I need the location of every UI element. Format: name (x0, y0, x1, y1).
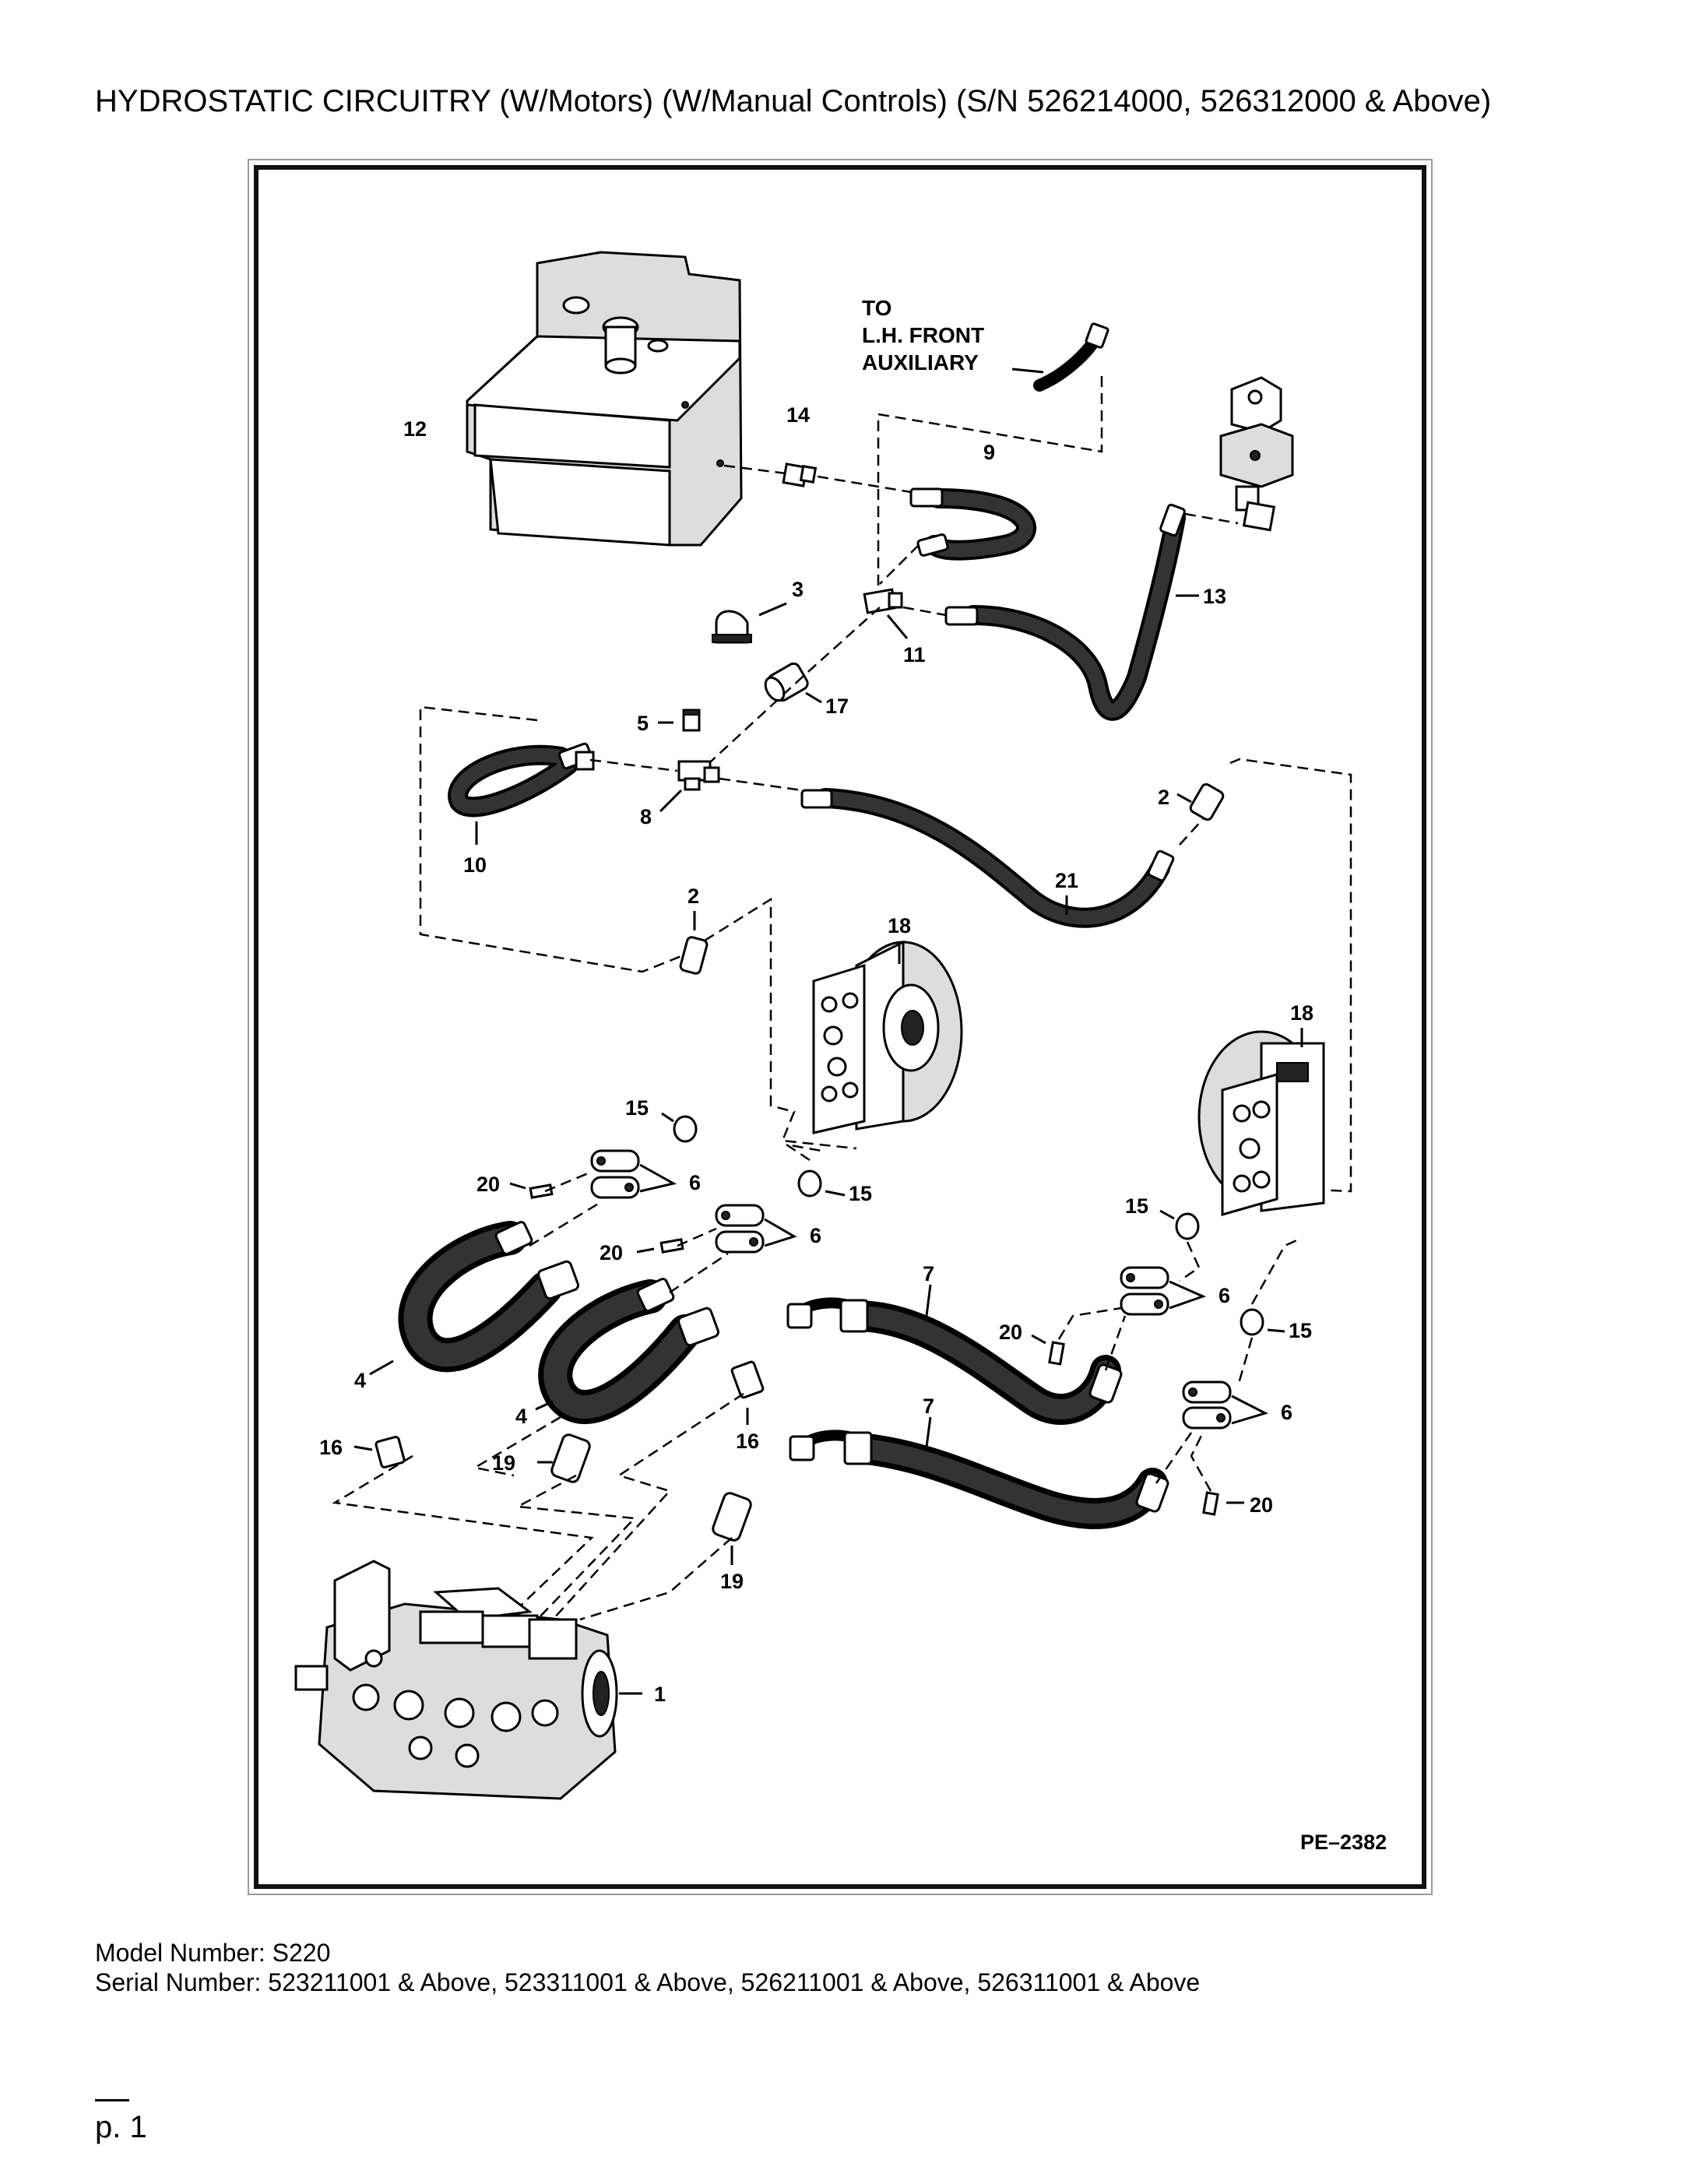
aux-note-line-2: L.H. FRONT (862, 323, 984, 347)
control-valve (1219, 376, 1294, 532)
clamp-3 (712, 610, 752, 644)
callout-15-d: 15 (1289, 1319, 1312, 1342)
tee-fitting-8 (677, 760, 720, 791)
callout-20-b: 20 (600, 1241, 623, 1264)
adapter-2-left (679, 936, 709, 975)
model-number: Model Number: S220 (95, 1939, 331, 1967)
serial-number: Serial Number: 523211001 & Above, 523311… (95, 1968, 1201, 1996)
callout-21: 21 (1055, 869, 1078, 892)
diagram-border (254, 165, 1426, 1889)
callout-2-left: 2 (688, 885, 699, 908)
tee-fitting-11 (863, 588, 903, 614)
drawing-id: PE–2382 (1300, 1831, 1387, 1854)
hose-10 (448, 742, 595, 818)
drive-motor-18-left (812, 940, 963, 1134)
drive-motor-18-right (1197, 1030, 1325, 1216)
hose-7-b (789, 1430, 1169, 1529)
hose-4-a (398, 1221, 579, 1373)
page-title: HYDROSTATIC CIRCUITRY (W/Motors) (W/Manu… (95, 84, 1492, 118)
hose-9 (909, 487, 1036, 561)
page-number-rule (95, 2099, 129, 2101)
fitting-16-a (375, 1436, 406, 1468)
callout-7-a: 7 (923, 1262, 934, 1285)
callout-11: 11 (903, 643, 926, 666)
adapter-2-right (1189, 783, 1225, 821)
aux-note-line-3: AUXILIARY (862, 350, 979, 375)
page-number: p. 1 (95, 2110, 147, 2144)
aux-hose-stub (1033, 322, 1110, 392)
fitting-19-a (550, 1433, 591, 1483)
o-ring-15-a (673, 1115, 698, 1143)
callout-15-a: 15 (625, 1096, 649, 1120)
callout-10: 10 (463, 853, 487, 877)
o-ring-15-b (797, 1169, 822, 1198)
callout-20-c: 20 (999, 1321, 1022, 1344)
bolt-20-c (1048, 1341, 1065, 1366)
callout-8: 8 (640, 805, 652, 828)
callout-16-b: 16 (736, 1430, 759, 1453)
flange-6-c (1120, 1266, 1169, 1316)
bolt-20-d (1202, 1491, 1219, 1516)
callout-14: 14 (786, 403, 810, 427)
callout-20-d: 20 (1250, 1493, 1273, 1517)
callout-6-d: 6 (1281, 1401, 1292, 1424)
callout-2-right: 2 (1158, 786, 1169, 809)
callout-16-a: 16 (319, 1436, 343, 1459)
callout-1: 1 (654, 1683, 666, 1706)
callout-4-a: 4 (354, 1369, 366, 1392)
callout-12: 12 (403, 417, 427, 441)
hose-7-a (786, 1297, 1123, 1425)
fitting-19-b (712, 1492, 752, 1542)
o-ring-15-c (1175, 1212, 1200, 1240)
reservoir-tank (466, 251, 743, 547)
callout-19-b: 19 (720, 1570, 744, 1593)
callout-6-c: 6 (1219, 1284, 1230, 1307)
callout-20-a: 20 (477, 1173, 500, 1196)
fitting-16-b (730, 1360, 765, 1399)
callout-18-right: 18 (1290, 1001, 1313, 1025)
cap-5 (682, 709, 701, 732)
bolt-20-a (529, 1183, 554, 1199)
flange-6-a (590, 1149, 640, 1199)
callout-9: 9 (983, 441, 995, 464)
hydrostatic-pump-1 (294, 1560, 618, 1800)
hose-4-b (538, 1278, 719, 1424)
fitting-14 (782, 462, 818, 487)
callout-18-left: 18 (888, 914, 911, 937)
hose-13 (944, 503, 1186, 721)
callout-15-b: 15 (849, 1182, 872, 1205)
flange-6-d (1182, 1380, 1232, 1430)
callout-4-b: 4 (515, 1405, 527, 1428)
callout-7-b: 7 (923, 1394, 934, 1418)
check-valve-17 (764, 662, 809, 702)
callout-3: 3 (792, 578, 804, 601)
callout-5: 5 (637, 712, 649, 735)
callout-6-b: 6 (810, 1224, 821, 1247)
flange-6-b (715, 1204, 765, 1254)
hose-21 (800, 788, 1175, 928)
aux-note-line-1: TO (862, 296, 891, 320)
callout-13: 13 (1203, 585, 1226, 608)
o-ring-15-d (1240, 1308, 1264, 1336)
callout-19-a: 19 (492, 1451, 515, 1475)
callout-15-c: 15 (1125, 1194, 1148, 1218)
callout-6-a: 6 (689, 1171, 701, 1194)
callout-17: 17 (825, 695, 849, 718)
